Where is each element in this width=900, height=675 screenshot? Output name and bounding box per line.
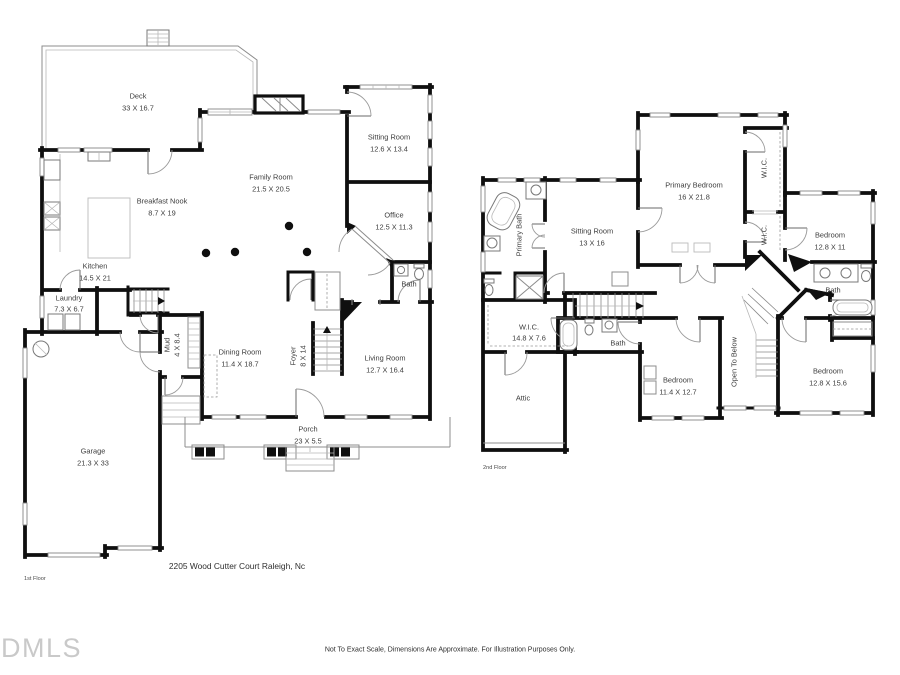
floor2-tag: 2nd Floor — [483, 465, 507, 471]
room-dims-sitting-room-1f: 12.6 X 13.4 — [370, 145, 408, 154]
second-floor-doors — [504, 131, 847, 376]
room-label-wic-lower: W.I.C. — [760, 225, 769, 245]
room-label-garage: Garage — [81, 447, 106, 456]
room-dims-kitchen: 14.5 X 21 — [79, 274, 111, 283]
foyer-stairs — [313, 326, 342, 372]
primary-tub — [486, 192, 521, 231]
room-label-bath-east: Bath — [825, 286, 840, 295]
room-dims-family-room: 21.5 X 20.5 — [252, 185, 290, 194]
washer — [47, 313, 64, 331]
first-floor-walls — [23, 83, 434, 559]
toilet — [484, 284, 494, 296]
room-label-wic-main: W.I.C. — [519, 323, 539, 332]
room-label-bath-1f: Bath — [401, 280, 416, 289]
mls-watermark: DMLS — [1, 633, 82, 663]
toilet — [584, 324, 594, 336]
room-dims-breakfast-nook: 8.7 X 19 — [148, 209, 176, 218]
second-floor-fixtures — [483, 132, 873, 444]
address: 2205 Wood Cutter Court Raleigh, Nc — [169, 561, 305, 571]
footer: DMLS Not To Exact Scale, Dimensions Are … — [1, 633, 575, 663]
second-floor-walls — [481, 111, 877, 454]
dryer — [64, 313, 81, 331]
room-label-sitting-room-2f: Sitting Room — [571, 227, 613, 236]
room-dims-office: 12.5 X 11.3 — [375, 223, 412, 232]
room-label-primary-bedroom: Primary Bedroom — [665, 181, 723, 190]
room-dims-bedroom-se: 12.8 X 15.6 — [809, 379, 847, 388]
room-dims-garage: 21.3 X 33 — [77, 459, 109, 468]
first-floor-doors — [59, 91, 421, 418]
room-dims-porch: 23 X 5.5 — [294, 437, 322, 446]
butler-pantry — [314, 271, 341, 311]
room-dims-dining-room: 11.4 X 18.7 — [221, 360, 258, 369]
room-label-living-room: Living Room — [364, 354, 405, 363]
second-floor-plan: Primary Bath Sitting Room 13 X 16 Primar… — [480, 111, 877, 471]
room-label-laundry: Laundry — [56, 294, 83, 303]
room-label-breakfast-nook: Breakfast Nook — [137, 197, 188, 206]
column — [230, 247, 240, 257]
bath-sink — [396, 265, 406, 275]
sliding-door — [207, 108, 253, 116]
kitchen-island — [87, 197, 131, 259]
stairwell-winders — [741, 287, 779, 378]
disclaimer-text: Not To Exact Scale, Dimensions Are Appro… — [325, 647, 575, 654]
room-label-office: Office — [384, 211, 403, 220]
room-dims-bedroom-south: 11.4 X 12.7 — [659, 388, 696, 397]
room-label-attic: Attic — [516, 394, 531, 403]
room-dims-sitting-room-2f: 13 X 16 — [579, 239, 604, 248]
hall-tub — [559, 319, 578, 351]
room-label-deck: Deck — [130, 92, 147, 101]
pantry-shelves — [187, 316, 201, 369]
room-label-porch: Porch — [298, 425, 317, 434]
room-label-foyer: Foyer — [289, 346, 298, 365]
deck-outline — [41, 29, 258, 148]
room-dims-living-room: 12.7 X 16.4 — [366, 366, 404, 375]
room-label-bedroom-se: Bedroom — [813, 367, 843, 376]
floor1-tag: 1st Floor — [24, 576, 46, 582]
room-dims-deck: 33 X 16.7 — [122, 104, 154, 113]
column — [302, 247, 312, 257]
first-floor-windows — [22, 84, 433, 558]
room-dims-wic-main: 14.8 X 7.6 — [512, 334, 546, 343]
room-label-family-room: Family Room — [249, 173, 293, 182]
basement-stairs — [133, 289, 165, 313]
toilet — [414, 268, 424, 280]
room-label-dining-room: Dining Room — [219, 348, 262, 357]
east-tub — [832, 299, 873, 316]
second-floor-windows — [480, 112, 876, 421]
room-dims-mud: 4 X 8.4 — [173, 333, 182, 356]
first-floor-fixtures — [32, 151, 425, 425]
room-dims-laundry: 7.3 X 6.7 — [54, 305, 84, 314]
room-label-kitchen: Kitchen — [83, 262, 108, 271]
first-floor-plan: Deck 33 X 16.7 Family Room 21.5 X 20.5 S… — [22, 29, 451, 583]
room-label-bedroom-ne: Bedroom — [815, 231, 845, 240]
toilet — [861, 270, 871, 282]
room-dims-primary-bedroom: 16 X 21.8 — [678, 193, 710, 202]
hall-stairs-down — [572, 293, 644, 318]
hall-sink — [604, 320, 614, 330]
room-label-primary-bath: Primary Bath — [515, 214, 524, 257]
room-label-bath-hall: Bath — [610, 339, 625, 348]
second-floor-labels: Primary Bath Sitting Room 13 X 16 Primar… — [483, 158, 847, 471]
vanity-sink — [530, 184, 542, 196]
room-dims-foyer: 8 X 14 — [299, 345, 308, 366]
room-label-wic-upper: W.I.C. — [760, 158, 769, 178]
fireplace — [253, 94, 305, 115]
column — [284, 221, 294, 231]
room-label-sitting-room-1f: Sitting Room — [368, 133, 410, 142]
porch-outline — [184, 417, 451, 472]
first-floor-labels: Deck 33 X 16.7 Family Room 21.5 X 20.5 S… — [24, 92, 417, 583]
room-label-bedroom-south: Bedroom — [663, 376, 693, 385]
room-label-open-to-below: Open To Below — [730, 336, 739, 387]
room-label-mud: Mud — [163, 338, 172, 352]
room-dims-bedroom-ne: 12.8 X 11 — [814, 243, 845, 252]
primary-sink — [486, 237, 498, 249]
column — [201, 248, 211, 258]
